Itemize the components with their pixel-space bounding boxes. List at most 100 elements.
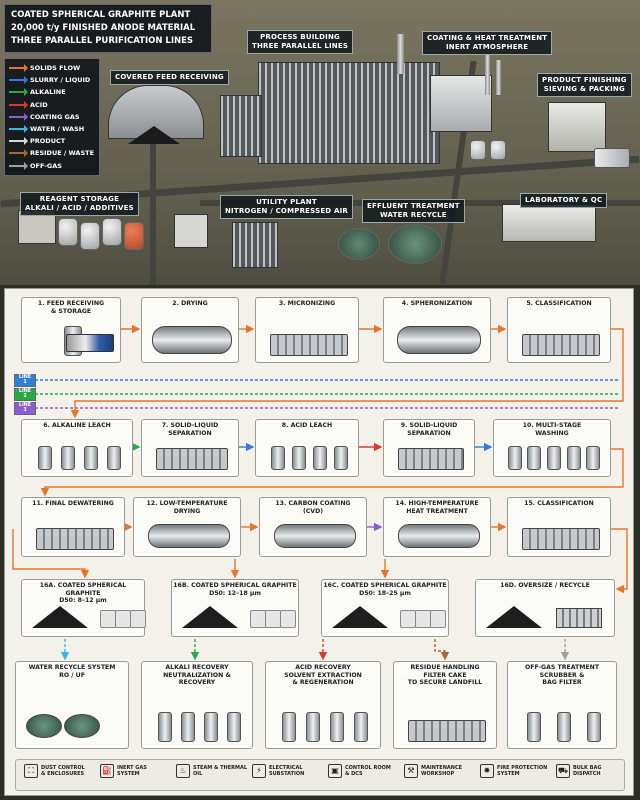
legend-arrow-icon: [9, 112, 28, 121]
legend-label: SLURRY / LIQUID: [30, 76, 91, 85]
legend-label: ACID: [30, 100, 48, 109]
truck-icon: ⛟: [556, 764, 570, 778]
step-3: 3. MICRONIZING: [255, 297, 359, 363]
step-title-line: RO / UF: [59, 671, 85, 679]
step-8: 8. ACID LEACH: [255, 419, 359, 477]
label-utility-l1: UTILITY PLANT: [256, 198, 317, 206]
step-title-line: D50: 8–12 μm: [59, 597, 107, 604]
utility-label-line: BULK BAG: [573, 765, 602, 771]
vessel-icon: [270, 446, 285, 470]
line-tag-text: 2: [23, 394, 27, 399]
utility-label-line: CONTROL ROOM: [345, 765, 391, 771]
legend-arrow-icon: [9, 100, 28, 109]
flow-lines: [12, 324, 628, 661]
label-finishing: PRODUCT FINISHING SIEVING & PACKING: [537, 73, 632, 97]
label-reagent-l1: REAGENT STORAGE: [39, 195, 120, 203]
utility-label-line: STEAM & THERMAL: [193, 765, 248, 771]
step-title-line: ALKALI RECOVERY: [165, 664, 229, 671]
basin-icon: [26, 714, 62, 738]
legend-label: SOLIDS FLOW: [30, 64, 81, 73]
bulk-bag-icon: [430, 610, 446, 628]
legend-label: ALKALINE: [30, 88, 66, 97]
label-reagent: REAGENT STORAGE ALKALI / ACID / ADDITIVE…: [20, 192, 139, 216]
vessel-icon: [291, 446, 306, 470]
screen-icon: [556, 608, 602, 628]
vessel-icon: [306, 712, 320, 742]
step-title-line: NEUTRALIZATION &: [163, 671, 231, 679]
step-title-line: WATER RECYCLE SYSTEM: [28, 664, 116, 671]
vessel-icon: [587, 712, 601, 742]
step-title-line: SEPARATION: [407, 429, 451, 437]
vessel-icon: [330, 712, 344, 742]
step-title: 8. ACID LEACH: [256, 422, 358, 430]
label-process-building-l1: PROCESS BUILDING: [260, 33, 340, 41]
step-title-line: RESIDUE HANDLING: [410, 664, 480, 671]
rotary-drum-icon: [148, 524, 230, 548]
step-title-line: ACID RECOVERY: [295, 664, 351, 671]
vessel-icon: [354, 712, 368, 742]
step-title-line: 13. CARBON COATING: [275, 500, 351, 507]
thermometer-icon: ♨: [176, 764, 190, 778]
legend-label: PRODUCT: [30, 137, 66, 146]
label-utility-l2: NITROGEN / COMPRESSED AIR: [225, 207, 348, 215]
vessel-icon: [83, 446, 98, 470]
step-title: 1. FEED RECEIVING& STORAGE: [22, 300, 120, 315]
step-title: 4. SPHERONIZATION: [384, 300, 490, 308]
equipment-skid-icon: [522, 528, 600, 550]
utility-label-line: ELECTRICAL: [269, 765, 303, 771]
step-title-line: 16B. COATED SPHERICAL GRAPHITE: [173, 582, 297, 589]
step-12: 12. LOW-TEMPERATURE DRYING: [133, 497, 241, 557]
solids-arrow: [40, 448, 624, 497]
legend-item: SLURRY / LIQUID: [9, 74, 95, 86]
line-tag-text: LINE: [18, 403, 32, 408]
plant-title: COATED SPHERICAL GRAPHITE PLANT 20,000 t…: [4, 4, 212, 53]
process-flow-panel: 1. FEED RECEIVING& STORAGE 2. DRYING 3. MI…: [4, 288, 634, 796]
legend-item: OFF-GAS: [9, 160, 95, 172]
label-utility: UTILITY PLANT NITROGEN / COMPRESSED AIR: [220, 195, 353, 219]
step-title-line: 7. SOLID-LIQUID: [161, 422, 219, 429]
vessel-icon: [226, 712, 241, 742]
step-2: 2. DRYING: [141, 297, 239, 363]
solids-arrow: [70, 328, 624, 419]
equipment-skid-icon: [398, 448, 464, 470]
step-title-line: 4. SPHERONIZATION: [401, 300, 473, 307]
label-covered-feed: COVERED FEED RECEIVING: [110, 70, 229, 85]
utility-label: DUST CONTROL& ENCLOSURES: [41, 765, 85, 777]
dispatch-truck: [594, 148, 630, 168]
step-title-line: 10. MULTI-STAGE: [522, 422, 582, 429]
equipment-skid-icon: [408, 720, 486, 742]
step-title-line: 16C. COATED SPHERICAL GRAPHITE: [323, 582, 447, 589]
vessel-icon: [282, 712, 296, 742]
vessel-icon: [566, 446, 581, 470]
reagent-tank: [58, 218, 78, 246]
legend-arrow-icon: [9, 64, 28, 73]
step-title-line: OFF-GAS TREATMENT: [524, 664, 600, 671]
step-title-line: 6. ALKALINE LEACH: [43, 422, 111, 429]
bulk-bag-icon: [415, 610, 431, 628]
step-title: 3. MICRONIZING: [256, 300, 358, 308]
step-title-line: 12. LOW-TEMPERATURE DRYING: [146, 500, 228, 515]
bulk-bag-icon: [100, 610, 116, 628]
utility-label-line: SUBSTATION: [269, 771, 305, 777]
vessel-icon: [180, 712, 195, 742]
vessel-icon: [106, 446, 121, 470]
equipment-skid-icon: [36, 528, 114, 550]
legend-item: WATER / WASH: [9, 123, 95, 135]
